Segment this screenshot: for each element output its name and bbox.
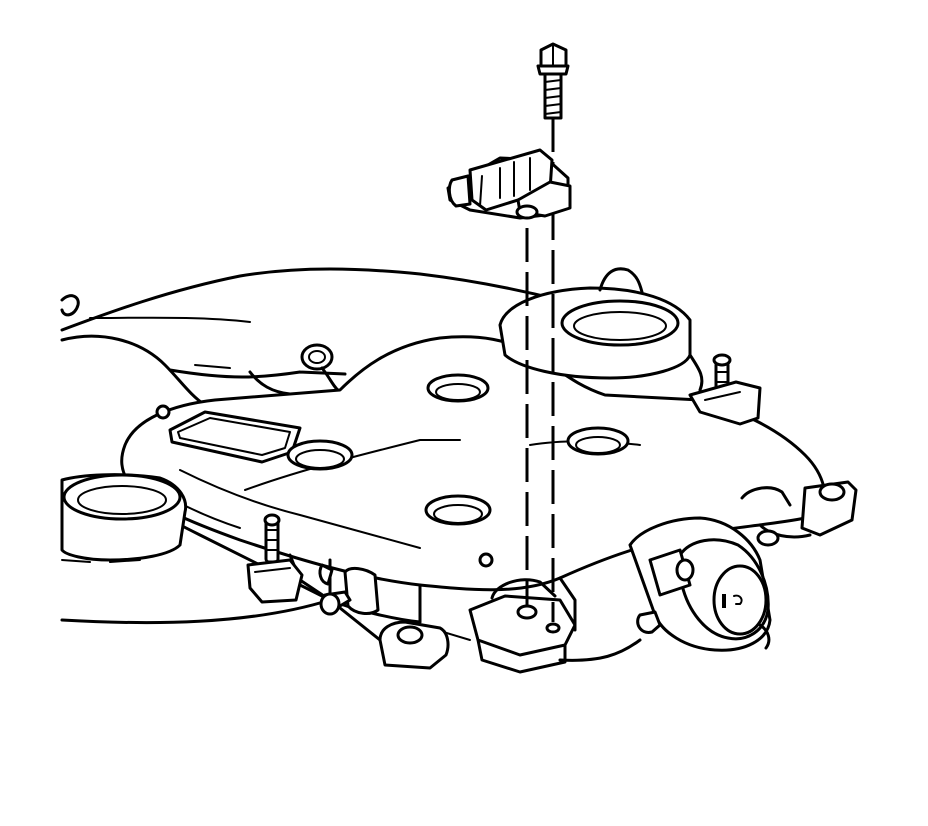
front-port-left — [60, 473, 188, 563]
rear-port-right — [498, 267, 704, 392]
exploded-view-guide-lines — [525, 118, 555, 622]
vacuum-nipple — [318, 563, 380, 616]
throttle-body-icon — [628, 516, 772, 652]
left-stud-bracket — [246, 513, 304, 604]
sensor-mount-boss — [468, 578, 577, 674]
ring-washer — [300, 343, 342, 394]
manifold-outer-casting — [60, 267, 562, 625]
right-mount-tab — [740, 480, 858, 547]
sensor-connector-icon — [446, 148, 572, 220]
plenum-holes — [155, 373, 630, 568]
lower-mount-boss — [378, 620, 450, 670]
bolt-icon — [536, 42, 570, 120]
right-stud-bracket — [688, 353, 762, 426]
